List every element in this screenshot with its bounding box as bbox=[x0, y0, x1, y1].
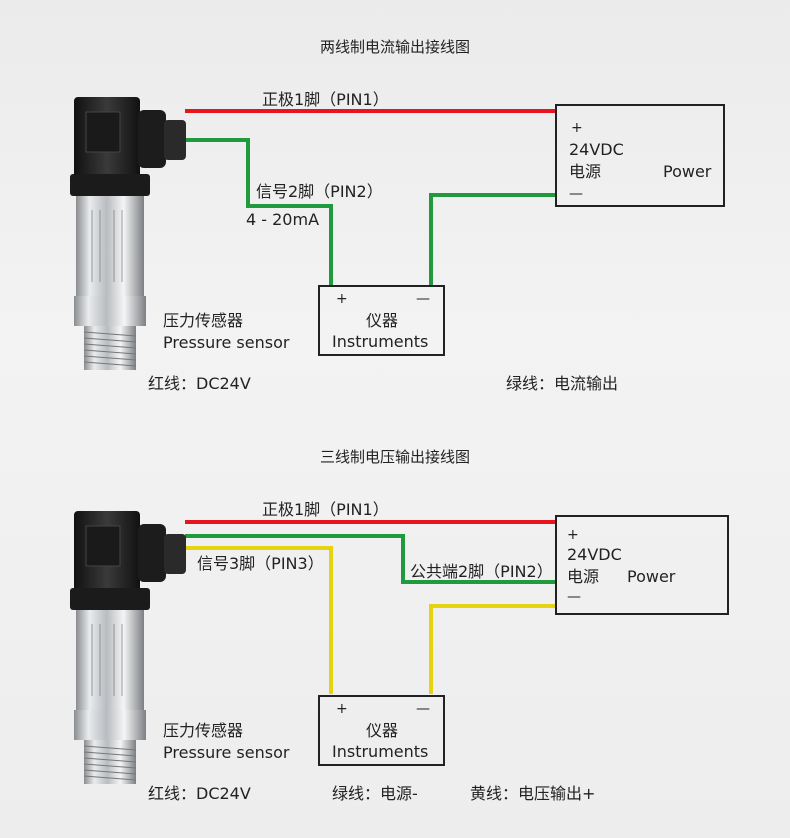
power-minus: — bbox=[567, 589, 581, 605]
yellow-wire-signal bbox=[185, 546, 333, 694]
green-wire bbox=[185, 534, 556, 584]
three-wire-title: 三线制电压输出接线图 bbox=[319, 448, 470, 466]
power-en: Power bbox=[627, 567, 676, 586]
power-cn: 电源 bbox=[569, 162, 602, 181]
instrument-box: + — 仪器 Instruments bbox=[318, 695, 445, 766]
legend-green: 绿线：电源- bbox=[332, 784, 418, 803]
two-wire-wires bbox=[185, 109, 556, 286]
instrument-box: + — 仪器 Instruments bbox=[318, 285, 445, 356]
green-wire-signal bbox=[185, 138, 333, 286]
legend-red: 红线：DC24V bbox=[148, 374, 251, 393]
green-wire-label: 公共端2脚（PIN2） bbox=[410, 562, 553, 581]
yellow-wire-return bbox=[429, 604, 556, 694]
power-supply-box: + 24VDC 电源 Power — bbox=[555, 104, 725, 207]
power-cn: 电源 bbox=[567, 567, 600, 586]
power-minus: — bbox=[569, 186, 583, 202]
power-voltage: 24VDC bbox=[569, 140, 624, 159]
power-plus: + bbox=[571, 120, 583, 136]
current-label: 4 - 20mA bbox=[246, 210, 320, 229]
sensor-cn-label: 压力传感器 bbox=[163, 721, 244, 740]
pressure-sensor-image bbox=[70, 97, 186, 370]
power-voltage: 24VDC bbox=[567, 545, 622, 564]
instrument-plus: + bbox=[336, 291, 348, 307]
two-wire-section: 两线制电流输出接线图 正极1脚（PIN1） 信号2脚（PIN2） 4 - 20m… bbox=[70, 38, 725, 393]
instrument-minus: — bbox=[416, 701, 430, 717]
instrument-cn: 仪器 bbox=[366, 311, 399, 330]
instrument-plus: + bbox=[336, 701, 348, 717]
red-wire-label: 正极1脚（PIN1） bbox=[262, 90, 389, 109]
sensor-en-label: Pressure sensor bbox=[163, 333, 290, 352]
instrument-en: Instruments bbox=[332, 742, 429, 761]
instrument-cn: 仪器 bbox=[366, 721, 399, 740]
instrument-en: Instruments bbox=[332, 332, 429, 351]
green-wire-return bbox=[429, 193, 556, 286]
two-wire-title: 两线制电流输出接线图 bbox=[319, 38, 470, 56]
legend-red: 红线：DC24V bbox=[148, 784, 251, 803]
power-supply-box: + 24VDC 电源 Power — bbox=[555, 515, 729, 615]
three-wire-wires bbox=[185, 520, 556, 694]
power-en: Power bbox=[663, 162, 712, 181]
yellow-wire-label: 信号3脚（PIN3） bbox=[197, 554, 324, 573]
green-wire-label: 信号2脚（PIN2） bbox=[256, 182, 383, 201]
power-plus: + bbox=[567, 527, 579, 543]
sensor-en-label: Pressure sensor bbox=[163, 743, 290, 762]
three-wire-section: 三线制电压输出接线图 正极1脚（PIN1） 信号3脚（PIN3） 公共端2脚（P… bbox=[0, 420, 790, 838]
instrument-minus: — bbox=[416, 291, 430, 307]
red-wire-label: 正极1脚（PIN1） bbox=[262, 500, 389, 519]
sensor-cn-label: 压力传感器 bbox=[163, 311, 244, 330]
legend-green: 绿线：电流输出 bbox=[506, 374, 619, 393]
legend-yellow: 黄线：电压输出+ bbox=[470, 784, 596, 803]
pressure-sensor-image bbox=[70, 511, 186, 784]
